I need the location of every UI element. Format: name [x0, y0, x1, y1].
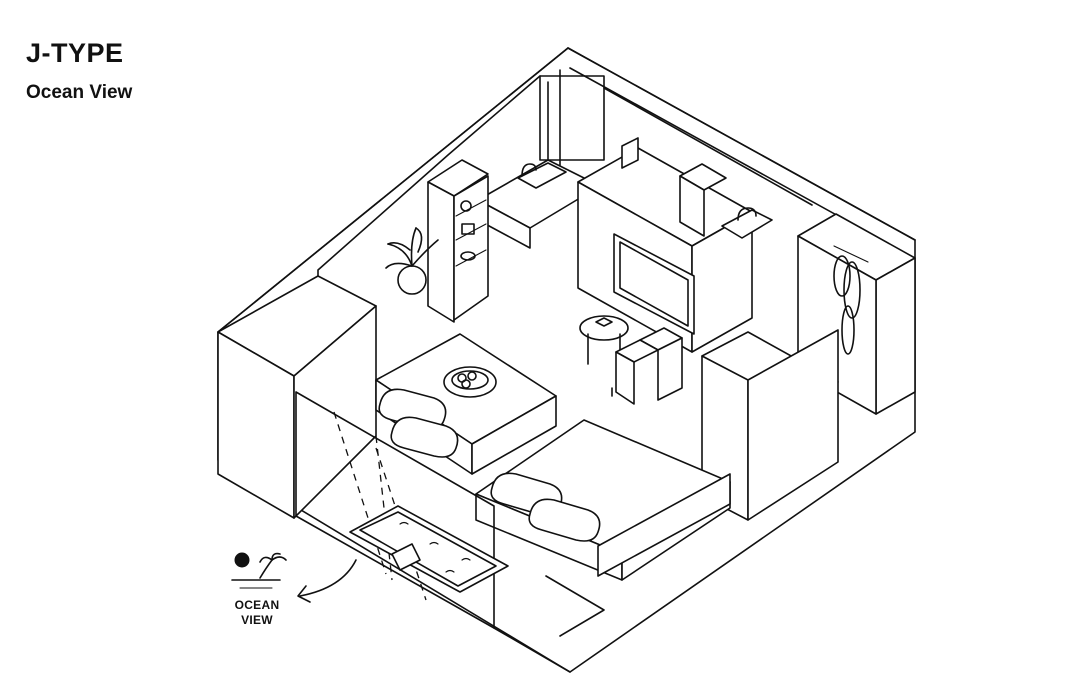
left-wall-block — [217, 275, 377, 519]
hanging-clothes-icon — [833, 255, 861, 355]
potted-plant-icon — [385, 227, 439, 295]
sun-palm-ocean-icon — [231, 552, 287, 589]
sink-faucet-icon — [521, 163, 537, 177]
shelving-unit — [427, 159, 489, 323]
bathroom-basin — [721, 207, 773, 239]
plunge-pool — [349, 505, 509, 593]
bed-2-pillows — [490, 472, 601, 542]
back-wall-left — [317, 69, 605, 291]
bed-2 — [475, 419, 731, 581]
bathroom-toilet — [679, 163, 727, 237]
page-subtitle: Ocean View — [26, 82, 133, 103]
serving-tray — [443, 366, 497, 398]
ocean-view-label-line1: OCEAN — [234, 598, 280, 612]
ocean-view-label: OCEAN VIEW — [222, 598, 292, 628]
kitchenette-counter — [477, 159, 601, 249]
armchair — [611, 327, 683, 405]
page-title: J-TYPE — [26, 38, 124, 68]
balcony-floor-edge — [493, 575, 605, 673]
ocean-view-label-line2: VIEW — [241, 613, 273, 627]
side-table — [579, 315, 629, 365]
bed-1-pillows — [378, 388, 459, 458]
ocean-view-arrow-icon — [297, 559, 357, 603]
wall-tv — [613, 233, 695, 335]
